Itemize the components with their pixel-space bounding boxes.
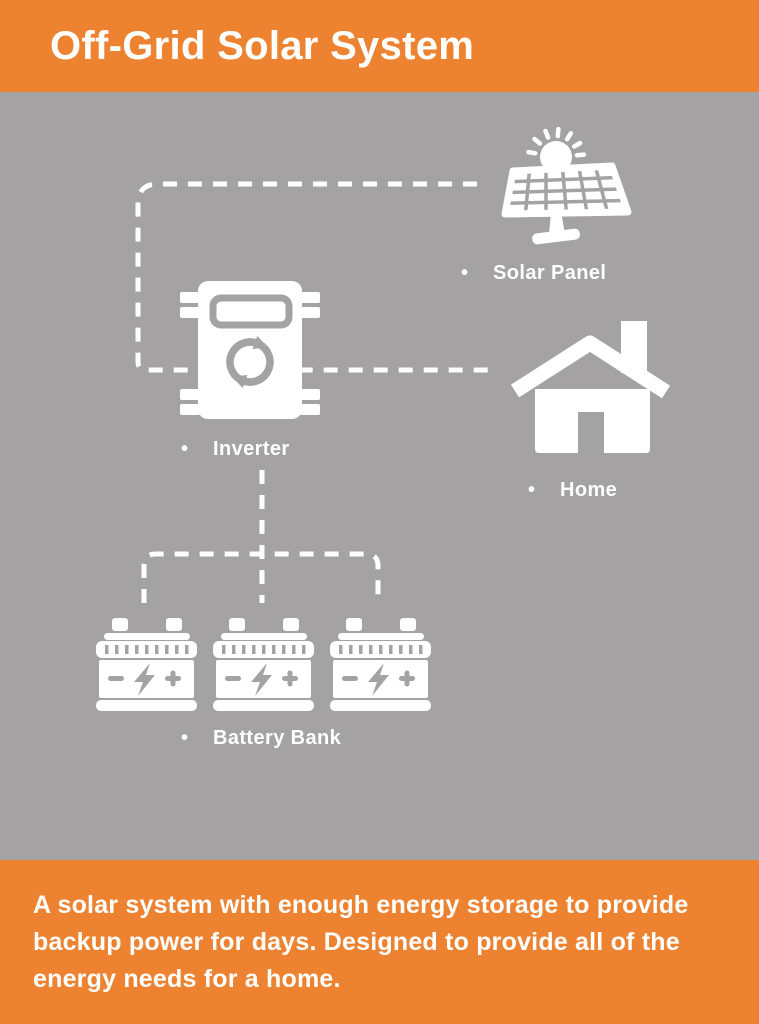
bullet-icon: • [181, 727, 189, 749]
footer-description-line: energy needs for a home. [33, 965, 341, 993]
page-title: Off-Grid Solar System [50, 23, 475, 68]
inverter-display [209, 294, 293, 329]
label-solar-panel: • Solar Panel [461, 262, 606, 284]
wire-battery-bus [141, 551, 381, 603]
label-text: Solar Panel [493, 262, 607, 284]
bullet-icon: • [181, 438, 189, 460]
label-text: Home [560, 479, 618, 501]
connection-lines [135, 181, 490, 603]
footer: A solar system with enough energy storag… [0, 860, 759, 1024]
label-inverter: • Inverter [181, 438, 290, 460]
home-icon [510, 321, 671, 453]
footer-description-line: A solar system with enough energy storag… [33, 891, 689, 919]
bullet-icon: • [528, 479, 536, 501]
wire-solar-to-inverter-to-home [135, 181, 490, 373]
battery-icon [330, 618, 431, 711]
label-home: • Home [528, 479, 617, 501]
sync-arrows-icon [226, 335, 274, 389]
header: Off-Grid Solar System [0, 0, 759, 92]
label-battery-bank: • Battery Bank [181, 727, 341, 749]
battery-bank-icon [96, 618, 431, 711]
diagram-canvas [0, 92, 759, 860]
battery-icon [96, 618, 197, 711]
label-text: Battery Bank [213, 727, 342, 749]
solar-panel-icon [501, 126, 632, 245]
label-text: Inverter [213, 438, 290, 460]
battery-icon [213, 618, 314, 711]
bullet-icon: • [461, 262, 469, 284]
inverter-icon [180, 281, 320, 419]
footer-description-line: backup power for days. Designed to provi… [33, 928, 680, 956]
